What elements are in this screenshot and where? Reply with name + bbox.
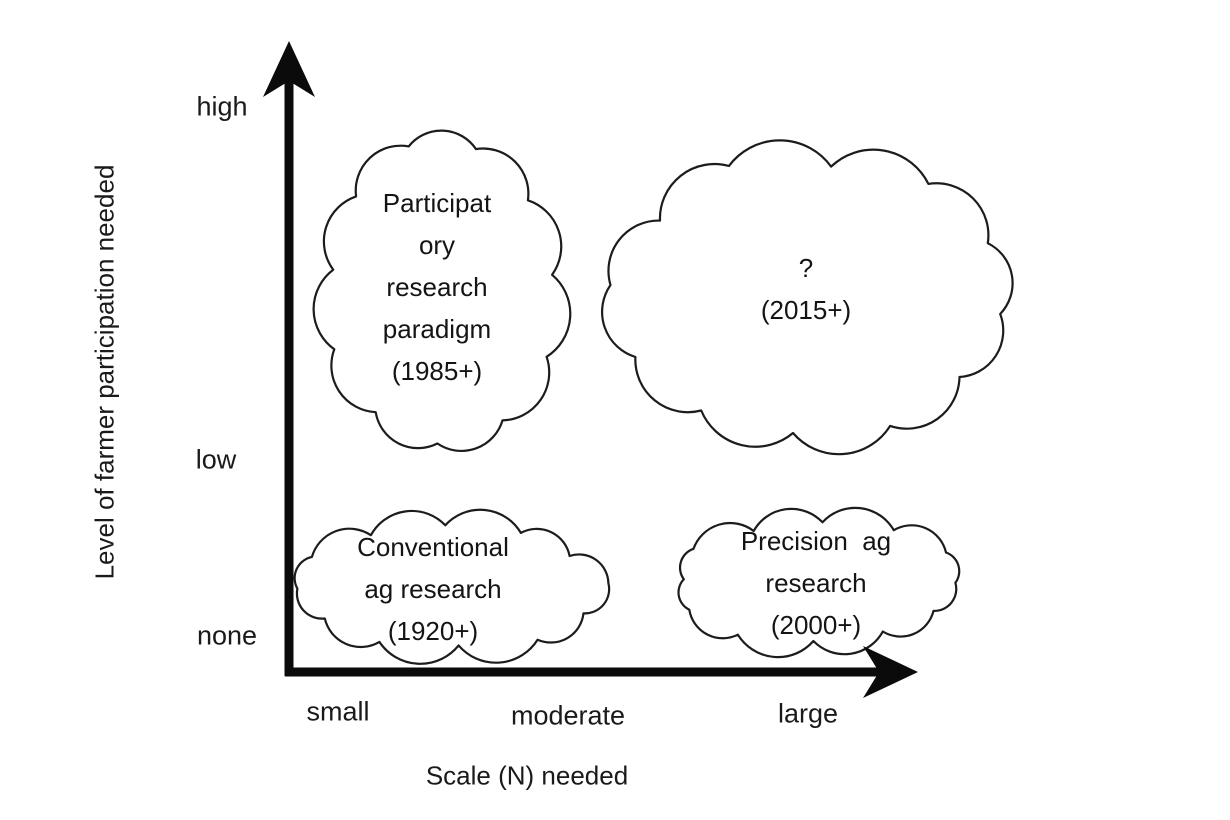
x-axis-title: Scale (N) needed <box>425 760 629 791</box>
cloud-text-line: (2000+) <box>770 610 862 640</box>
cloud-question-text: ? (2015+) <box>761 247 851 331</box>
cloud-text-line: ? <box>798 253 814 283</box>
y-axis-arrowhead-icon <box>263 41 315 97</box>
cloud-future-question <box>601 139 1014 456</box>
y-tick-low: low <box>195 444 237 475</box>
cloud-precision-ag <box>677 506 961 659</box>
cloud-text-line: (1985+) <box>391 356 483 386</box>
x-tick-small: small <box>306 696 370 727</box>
cloud-text-line: paradigm <box>382 314 492 344</box>
y-axis-title: Level of farmer participation needed <box>89 164 120 580</box>
cloud-text-line: Participat <box>382 188 492 218</box>
cloud-participatory-text: Participat ory research paradigm (1985+) <box>383 182 491 392</box>
cloud-text-line: research <box>765 568 867 598</box>
x-tick-large: large <box>777 698 839 729</box>
x-tick-moderate: moderate <box>510 700 626 731</box>
cloud-text-line: Precision ag <box>740 526 892 556</box>
cloud-conventional-ag <box>293 508 611 665</box>
cloud-text-line: Conventional <box>357 532 509 562</box>
cloud-text-line: ag research <box>364 574 502 604</box>
cloud-text-line: ory <box>418 230 456 260</box>
y-tick-high: high <box>196 91 248 122</box>
x-axis-arrowhead-icon <box>863 646 918 698</box>
cloud-conventional-text: Conventional ag research (1920+) <box>357 526 509 652</box>
cloud-participatory-research <box>312 129 572 453</box>
cloud-text-line: (1920+) <box>387 616 479 646</box>
cloud-text-line: research <box>386 272 488 302</box>
y-tick-none: none <box>196 620 258 651</box>
cloud-precision-text: Precision ag research (2000+) <box>741 520 891 646</box>
cloud-text-line: (2015+) <box>760 295 852 325</box>
